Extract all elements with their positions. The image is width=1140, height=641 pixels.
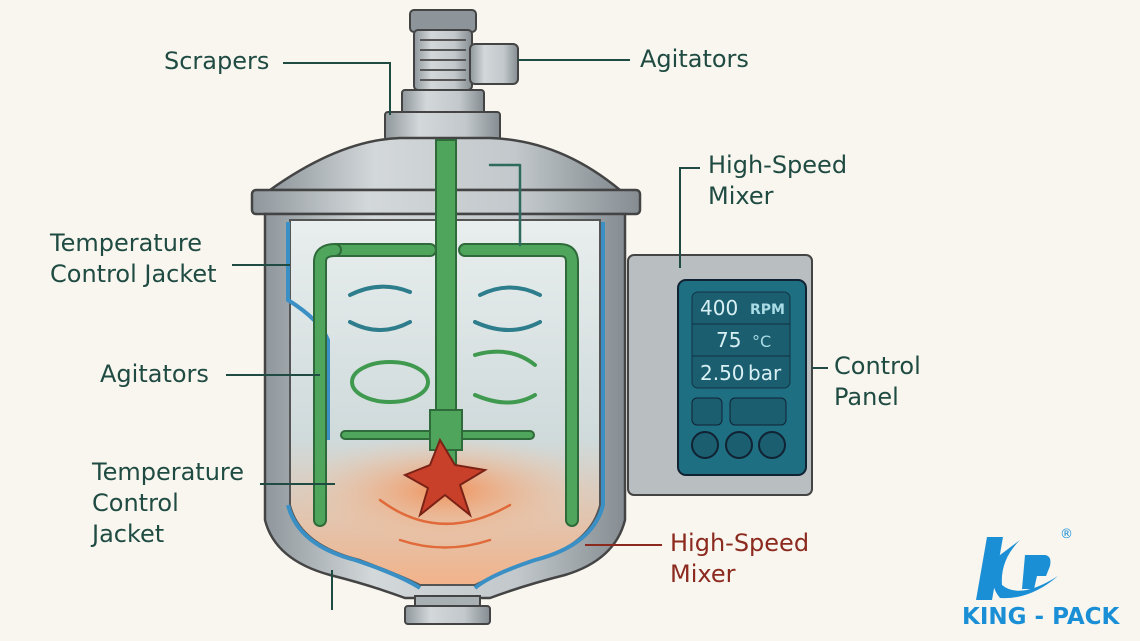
label-line: Control bbox=[92, 489, 179, 517]
label-agitators-left: Agitators bbox=[100, 360, 209, 388]
leader-lines bbox=[226, 59, 828, 610]
label-line: Temperature bbox=[50, 229, 203, 257]
control-panel bbox=[627, 254, 813, 496]
label-line: Jacket bbox=[92, 520, 165, 548]
label-temperature-jacket-top: Temperature Control Jacket bbox=[50, 228, 217, 290]
temperature-unit: °C bbox=[752, 332, 772, 351]
flow-arrows bbox=[348, 163, 542, 549]
label-line: Mixer bbox=[708, 182, 774, 210]
registered-mark: ® bbox=[1060, 527, 1073, 542]
label-temperature-jacket-bottom: Temperature Control Jacket bbox=[92, 457, 244, 550]
king-pack-logo bbox=[976, 537, 1058, 600]
label-high-speed-mixer-bottom: High-Speed Mixer bbox=[670, 528, 809, 590]
speed-unit: RPM bbox=[750, 302, 785, 318]
label-agitators-top: Agitators bbox=[640, 45, 749, 73]
pressure-unit: bar bbox=[748, 361, 782, 385]
label-scrapers: Scrapers bbox=[164, 47, 270, 75]
temperature-readout: 75 bbox=[716, 328, 742, 352]
motor bbox=[384, 9, 519, 141]
label-line: High-Speed bbox=[670, 529, 810, 557]
speed-readout: 400 bbox=[700, 296, 739, 320]
label-line: Control bbox=[834, 352, 921, 380]
label-line: Control Jacket bbox=[50, 260, 217, 288]
label-line: Panel bbox=[834, 383, 899, 411]
pressure-readout: 2.50 bbox=[700, 361, 745, 385]
agitator-assembly bbox=[313, 139, 579, 527]
label-control-panel: Control Panel bbox=[834, 351, 921, 413]
label-line: High-Speed bbox=[708, 151, 848, 179]
label-high-speed-mixer-top: High-Speed Mixer bbox=[708, 150, 847, 212]
logo-text: KING - PACK bbox=[962, 604, 1120, 630]
label-line: Temperature bbox=[92, 458, 245, 486]
label-line: Mixer bbox=[670, 560, 736, 588]
